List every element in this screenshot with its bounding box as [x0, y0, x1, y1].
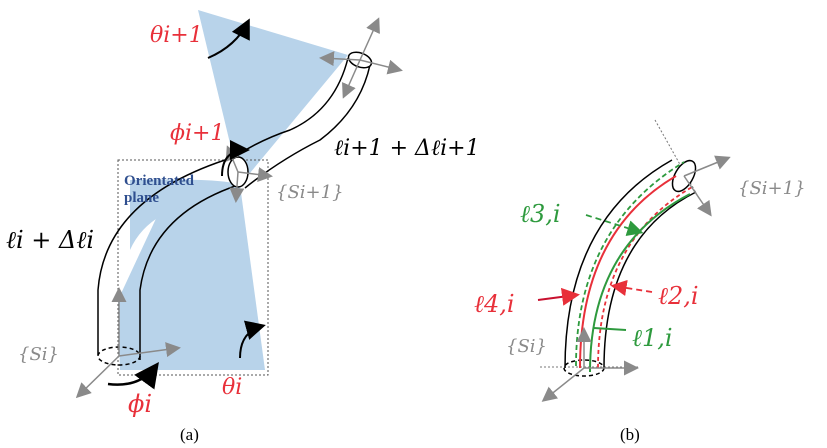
plane-arc-shape	[130, 179, 240, 250]
mid-frame-axis-down	[229, 171, 245, 203]
upper-plane-shape	[198, 10, 348, 185]
top-guide-line	[654, 119, 701, 201]
frame-next-label: {Si+1}	[276, 182, 344, 203]
l4-label: ℓ4,i	[474, 290, 515, 318]
length-i-label: ℓi + Δℓi	[6, 226, 94, 254]
base-frame-axis-left	[75, 355, 120, 399]
top-frame-axis-right	[359, 59, 403, 75]
panel-a-caption: (a)	[180, 425, 199, 444]
curved-tube-inner	[603, 191, 697, 369]
phi-i-rotation-arrow	[107, 361, 159, 390]
phi-next-label: ϕi+1	[170, 121, 224, 146]
top-frame-axis-up	[359, 17, 380, 61]
l3-label: ℓ3,i	[520, 200, 561, 228]
theta-i-rotation-arrow	[239, 320, 266, 359]
phi-i-label: ϕi	[128, 390, 152, 418]
b-frame-i-label: {Si}	[506, 336, 547, 357]
theta-next-label: θi+1	[150, 23, 203, 48]
length-next-label: ℓi+1 + Δℓi+1	[334, 136, 480, 161]
b-top-axis-right	[683, 155, 731, 177]
phi-next-rotation-arrow	[221, 140, 250, 177]
panel-b-caption: (b)	[620, 425, 640, 444]
curved-tube-outer	[564, 159, 673, 369]
lower-tube-inner	[139, 184, 239, 360]
lower-plane-shape	[118, 185, 265, 370]
b-frame-next-label: {Si+1}	[738, 178, 806, 199]
top-frame-axis-down	[342, 59, 361, 99]
plane-label-line-1: Orientated	[124, 173, 195, 189]
frame-i-label: {Si}	[18, 344, 59, 365]
b-base-axis-left	[541, 367, 585, 402]
l2-pointer-arrow	[610, 279, 653, 296]
b-top-axis-down	[683, 175, 712, 217]
top-frame-axis-left	[319, 51, 361, 67]
tendon-2-path	[597, 185, 695, 369]
theta-next-rotation-arrow	[207, 18, 250, 59]
base-frame-axis-right	[118, 342, 181, 358]
tendon-1-path	[589, 193, 691, 373]
lower-tube-outer	[97, 159, 226, 355]
panel-b: {Si+1} ℓ3,i ℓ4,i ℓ2,i {Si} ℓ1,i (b)	[474, 119, 806, 444]
panel-a: θi+1 ϕi+1 ℓi+1 + Δℓi+1 {Si+1} Orientated…	[6, 10, 480, 444]
theta-i-label: θi	[222, 375, 242, 400]
orientated-plane-frame	[117, 159, 269, 376]
l3-pointer-arrow	[585, 214, 644, 236]
l1-label: ℓ1,i	[632, 324, 673, 352]
mid-frame-axis-right	[237, 167, 273, 182]
plane-label-line-2: plane	[124, 190, 159, 206]
l1-pointer-arrow	[593, 327, 627, 331]
l4-pointer-arrow	[537, 287, 580, 306]
l2-label: ℓ2,i	[658, 282, 699, 310]
